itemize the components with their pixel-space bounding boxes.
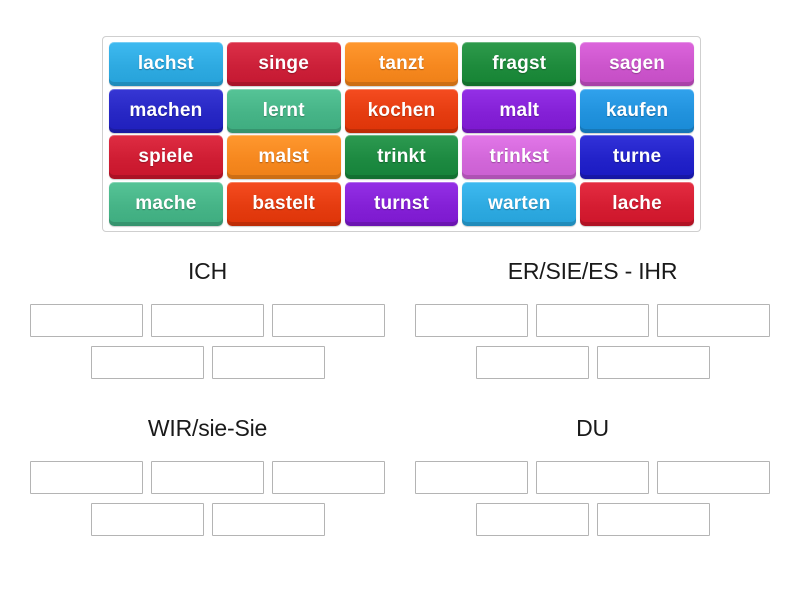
word-tile[interactable]: trinkt — [344, 135, 459, 179]
word-tile[interactable]: kochen — [344, 88, 459, 133]
word-tile[interactable]: sagen — [580, 42, 694, 86]
category-section: ICH — [15, 258, 400, 388]
drop-slot[interactable] — [30, 304, 143, 337]
drop-slot[interactable] — [475, 346, 589, 379]
word-tile[interactable]: lernt — [226, 88, 341, 133]
word-tile[interactable]: bastelt — [226, 181, 341, 226]
word-tile[interactable]: malst — [226, 135, 341, 179]
slot-row — [15, 346, 400, 379]
word-tile[interactable]: fragst — [462, 42, 577, 86]
drop-slot[interactable] — [415, 304, 528, 337]
drop-slot[interactable] — [475, 503, 589, 536]
drop-slot[interactable] — [657, 461, 770, 494]
category-title: ER/SIE/ES - IHR — [507, 258, 678, 284]
drop-slot[interactable] — [272, 461, 385, 494]
word-tile[interactable]: lache — [580, 181, 694, 226]
drop-slot[interactable] — [536, 461, 649, 494]
category-section: WIR/sie-Sie — [15, 415, 400, 545]
drop-slot[interactable] — [536, 304, 649, 337]
word-tile[interactable]: lachst — [109, 42, 223, 86]
word-tile[interactable]: mache — [109, 181, 223, 226]
word-tile[interactable]: warten — [462, 181, 577, 226]
drop-slot[interactable] — [657, 304, 770, 337]
category-title: WIR/sie-Sie — [147, 415, 268, 441]
word-tile[interactable]: malt — [462, 88, 577, 133]
drop-slot[interactable] — [30, 461, 143, 494]
category-section: ER/SIE/ES - IHR — [400, 258, 785, 388]
slot-row — [400, 503, 785, 536]
slot-row — [400, 346, 785, 379]
slot-row — [15, 461, 400, 494]
word-tile[interactable]: trinkst — [462, 135, 577, 179]
drop-slot[interactable] — [151, 461, 264, 494]
category-title: ICH — [187, 258, 227, 284]
category-title: DU — [576, 415, 609, 441]
slot-row — [400, 304, 785, 337]
drop-slot[interactable] — [90, 503, 204, 536]
word-tile[interactable]: turnst — [344, 181, 459, 226]
word-tile[interactable]: kaufen — [580, 88, 694, 133]
drop-slot[interactable] — [596, 503, 710, 536]
word-tile[interactable]: singe — [226, 42, 341, 86]
slot-row — [400, 461, 785, 494]
drop-slot[interactable] — [90, 346, 204, 379]
drop-slot[interactable] — [596, 346, 710, 379]
slot-row — [15, 304, 400, 337]
category-section: DU — [400, 415, 785, 545]
word-tile[interactable]: turne — [580, 135, 694, 179]
word-tile[interactable]: spiele — [109, 135, 223, 179]
slot-row — [15, 503, 400, 536]
drop-slot[interactable] — [211, 346, 325, 379]
drop-slot[interactable] — [272, 304, 385, 337]
word-tile[interactable]: tanzt — [344, 42, 459, 86]
drop-slot[interactable] — [415, 461, 528, 494]
drop-slot[interactable] — [211, 503, 325, 536]
word-tile[interactable]: machen — [109, 88, 223, 133]
drop-slot[interactable] — [151, 304, 264, 337]
